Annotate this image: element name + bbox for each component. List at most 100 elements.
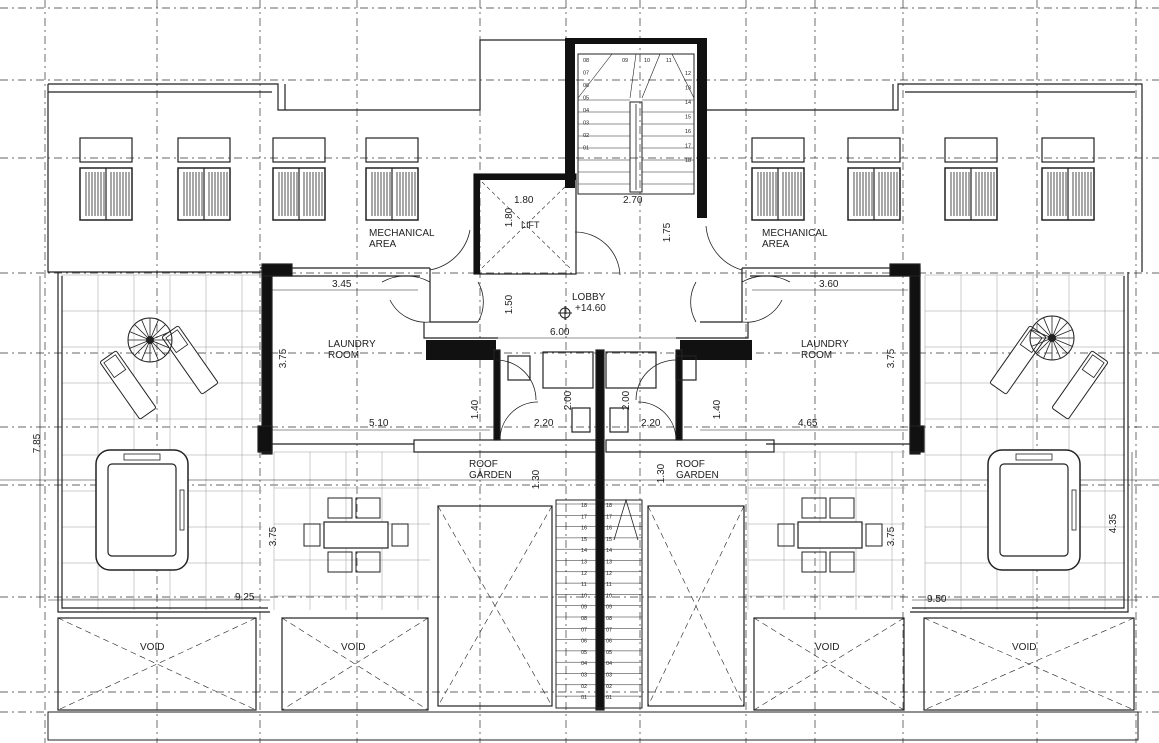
dining-table bbox=[797, 521, 863, 549]
stair-step-number: 10 bbox=[644, 58, 650, 64]
void-outline bbox=[923, 617, 1135, 711]
terrace-right-outer bbox=[910, 272, 1129, 613]
upper-left-edge bbox=[47, 84, 275, 273]
stair-step-number: 14 bbox=[606, 548, 612, 554]
laundry-right-corner-top bbox=[889, 263, 921, 277]
dim-lobby-depth: 1.50 bbox=[504, 294, 516, 315]
void-label-2: VOID bbox=[341, 642, 366, 653]
stair-step-number: 01 bbox=[581, 695, 587, 701]
door-swing-laundry-right-b bbox=[741, 299, 783, 323]
dim-terrace-right-width: 9.50 bbox=[927, 594, 947, 605]
dining-chair bbox=[327, 497, 353, 519]
umbrella-right bbox=[1029, 315, 1075, 361]
dining-chair-end bbox=[303, 523, 321, 547]
stair-step-number: 01 bbox=[606, 695, 612, 701]
dining-chair bbox=[355, 551, 381, 573]
stair-step-number: 12 bbox=[606, 571, 612, 577]
stair-step-number: 09 bbox=[581, 605, 587, 611]
stair-step-number: 06 bbox=[583, 83, 589, 89]
dining-chair bbox=[801, 497, 827, 519]
jacuzzi-rail bbox=[179, 489, 185, 531]
stair-step-number: 09 bbox=[606, 605, 612, 611]
dim-bath-right-width: 2.20 bbox=[641, 418, 661, 429]
door-swing-bath-right bbox=[637, 401, 677, 441]
stair-step-number: 18 bbox=[606, 503, 612, 509]
room-label-line: LOBBY bbox=[572, 292, 606, 303]
stair-step-number: 18 bbox=[685, 158, 691, 164]
void-diagonal bbox=[753, 617, 905, 711]
stair-step-number: 02 bbox=[606, 684, 612, 690]
dim-laundry-left-width: 3.45 bbox=[332, 279, 352, 290]
jacuzzi-inner bbox=[107, 463, 177, 557]
dining-chair-end bbox=[777, 523, 795, 547]
room-label-line: ROOM bbox=[801, 350, 833, 361]
stair-step-number: 11 bbox=[581, 582, 587, 588]
stair-step-number: 14 bbox=[581, 548, 587, 554]
stair-step-number: 04 bbox=[581, 661, 587, 667]
stair-step-number: 09 bbox=[622, 58, 628, 64]
room-label-line: LAUNDRY bbox=[801, 339, 849, 350]
jacuzzi-jets bbox=[1015, 453, 1053, 461]
stair-step-number: 11 bbox=[666, 58, 672, 64]
dim-shower-right-depth: 2.00 bbox=[621, 390, 633, 411]
laundry-left-corner-bottom bbox=[257, 425, 273, 453]
void-2 bbox=[281, 617, 429, 711]
dim-laundry-right-width: 3.60 bbox=[819, 279, 839, 290]
jacuzzi-right bbox=[987, 449, 1081, 571]
dining-chair bbox=[801, 551, 827, 573]
dining-chair bbox=[355, 497, 381, 519]
dim-laundry-left-depth: 3.75 bbox=[278, 348, 290, 369]
stair-step-number: 07 bbox=[583, 71, 589, 77]
room-label-line: GARDEN bbox=[469, 470, 512, 481]
room-label-line: ROOF bbox=[469, 459, 498, 470]
dim-laundry-left-length: 5.10 bbox=[369, 418, 389, 429]
basin-left bbox=[571, 407, 591, 433]
door-swing-wc-left bbox=[495, 359, 537, 401]
room-label-line: AREA bbox=[762, 239, 790, 250]
wc-right bbox=[675, 355, 697, 381]
dim-shower-left-depth: 2.00 bbox=[563, 390, 575, 411]
void-3 bbox=[753, 617, 905, 711]
dim-bath-left-width: 2.20 bbox=[534, 418, 554, 429]
void-label-4: VOID bbox=[1012, 642, 1037, 653]
jacuzzi-outer bbox=[987, 449, 1081, 571]
void-stair-right bbox=[647, 505, 745, 707]
stair-step-number: 11 bbox=[606, 582, 612, 588]
door-swing-bath-left bbox=[499, 401, 539, 441]
dim-stair-landing: 1.75 bbox=[662, 222, 674, 243]
stair-core-wall-left bbox=[565, 38, 575, 188]
void-outline bbox=[281, 617, 429, 711]
void-diagonal bbox=[437, 505, 553, 707]
terrace-left-inner bbox=[61, 276, 268, 609]
lift-wall-top bbox=[474, 174, 576, 180]
stair-top-winders bbox=[577, 53, 695, 99]
lobby-lower-right bbox=[676, 322, 749, 339]
dim-laundry-right-depth: 3.75 bbox=[886, 348, 898, 369]
room-label-line: GARDEN bbox=[676, 470, 719, 481]
dining-set-left bbox=[303, 497, 409, 573]
stair-step-number: 07 bbox=[606, 627, 612, 633]
dim-terrace-left-width: 9.25 bbox=[235, 592, 255, 603]
void-diagonal bbox=[281, 617, 429, 711]
dim-wc-right-depth: 1.40 bbox=[712, 399, 724, 420]
void-label-1: VOID bbox=[140, 642, 165, 653]
dim-lobby-width: 6.00 bbox=[550, 327, 570, 338]
terrace-left-outer bbox=[57, 272, 270, 613]
stair-step-number: 03 bbox=[606, 673, 612, 679]
void-diagonal bbox=[57, 617, 257, 711]
stair-step-number: 18 bbox=[581, 503, 587, 509]
stair-step-number: 10 bbox=[606, 593, 612, 599]
sun-lounger-right-1 bbox=[990, 325, 1046, 395]
dim-stair-width: 2.70 bbox=[623, 195, 643, 206]
stair-step-number: 10 bbox=[581, 593, 587, 599]
bath-lower-wall-left bbox=[413, 439, 597, 453]
window-head bbox=[944, 137, 998, 163]
windows bbox=[79, 137, 1095, 221]
terrace-right-inner bbox=[912, 276, 1125, 609]
stair-step-number: 13 bbox=[581, 560, 587, 566]
room-label-line: ROOM bbox=[328, 350, 360, 361]
lounger-back bbox=[1081, 354, 1105, 379]
void-diagonal bbox=[753, 617, 905, 711]
